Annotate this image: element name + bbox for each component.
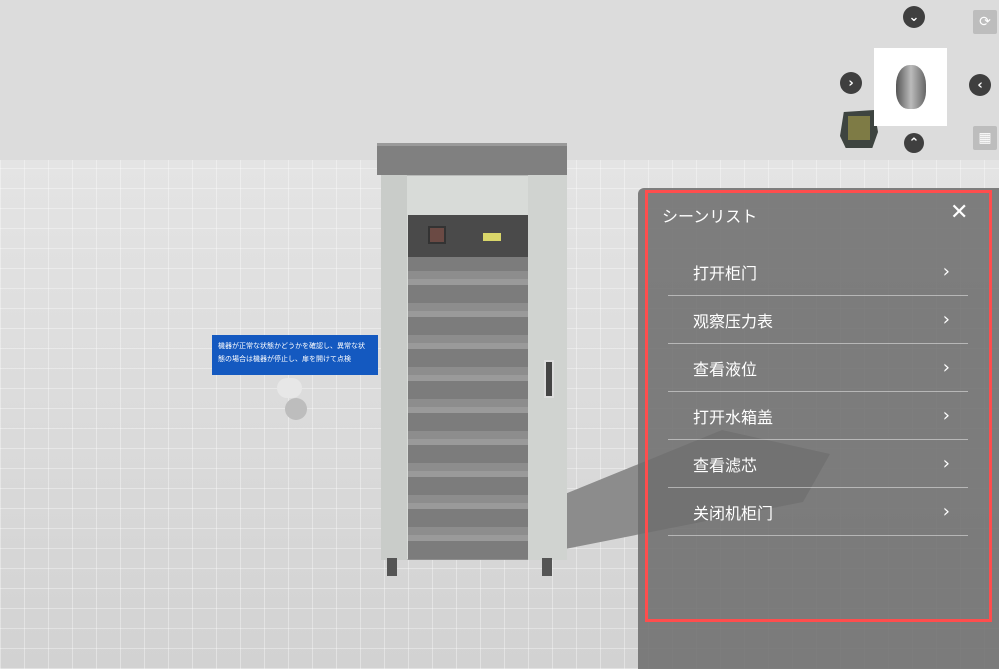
rotate-button[interactable]: ⟳ xyxy=(973,10,997,34)
chevron-right-icon: › xyxy=(942,261,950,282)
hotspot-marker[interactable] xyxy=(277,378,302,398)
chevron-up-icon: ⌃ xyxy=(908,135,920,151)
view-cube[interactable] xyxy=(874,48,947,126)
rotate-icon: ⟳ xyxy=(979,14,991,30)
grid-icon: ▦ xyxy=(978,130,992,146)
door-handle[interactable] xyxy=(544,360,554,398)
item-label: 观察压力表 xyxy=(693,311,774,331)
sky xyxy=(0,0,999,160)
scene-item-filter[interactable]: 查看滤芯 › xyxy=(668,440,968,488)
scene-item-pressure-gauge[interactable]: 观察压力表 › xyxy=(668,296,968,344)
chevron-right-icon: › xyxy=(942,453,950,474)
view-left-button[interactable]: › xyxy=(840,72,862,94)
cabinet-louvers xyxy=(408,215,528,560)
highlight-frame xyxy=(645,190,992,622)
label-line: 機器が正常な状態かどうかを確認し、異常な状 xyxy=(218,342,365,350)
chevron-right-icon: › xyxy=(942,501,950,522)
label-line: 態の場合は機器が停止し、扉を開けて点検 xyxy=(218,355,351,363)
view-right-button[interactable]: ‹ xyxy=(969,74,991,96)
view-top-button[interactable]: ⌄ xyxy=(903,6,925,28)
chevron-right-icon: › xyxy=(942,309,950,330)
scene-item-liquid-level[interactable]: 查看液位 › xyxy=(668,344,968,392)
chevron-right-icon: › xyxy=(848,75,854,91)
cabinet-top xyxy=(377,143,567,175)
item-label: 打开柜门 xyxy=(693,263,758,283)
hotspot-marker[interactable] xyxy=(285,398,307,420)
item-label: 查看液位 xyxy=(693,359,758,379)
item-label: 关闭机柜门 xyxy=(693,503,774,523)
head-icon xyxy=(895,65,926,109)
chevron-down-icon: ⌄ xyxy=(908,9,920,25)
view-bottom-button[interactable]: ⌃ xyxy=(904,133,924,153)
panel-title: シーンリスト xyxy=(662,207,758,226)
scene-item-tank-lid[interactable]: 打开水箱盖 › xyxy=(668,392,968,440)
scene-item-close-door[interactable]: 关闭机柜门 › xyxy=(668,488,968,536)
grid-view-button[interactable]: ▦ xyxy=(973,126,997,150)
scene-item-open-door[interactable]: 打开柜门 › xyxy=(668,248,968,296)
wheel xyxy=(387,558,397,576)
chevron-left-icon: ‹ xyxy=(977,77,983,93)
close-button[interactable]: ✕ xyxy=(950,200,969,225)
info-label: 機器が正常な状態かどうかを確認し、異常な状 態の場合は機器が停止し、扉を開けて点… xyxy=(212,335,378,375)
level-display[interactable] xyxy=(483,233,501,241)
scene-list-panel xyxy=(638,188,999,669)
cabinet-control-panel xyxy=(408,215,528,257)
item-label: 查看滤芯 xyxy=(693,455,758,475)
wheel xyxy=(542,558,552,576)
chevron-right-icon: › xyxy=(942,405,950,426)
pressure-gauge[interactable] xyxy=(428,226,446,244)
item-label: 打开水箱盖 xyxy=(693,407,774,427)
mini-box-icon[interactable] xyxy=(840,110,878,148)
cabinet-left-frame xyxy=(381,175,407,560)
chevron-right-icon: › xyxy=(942,357,950,378)
